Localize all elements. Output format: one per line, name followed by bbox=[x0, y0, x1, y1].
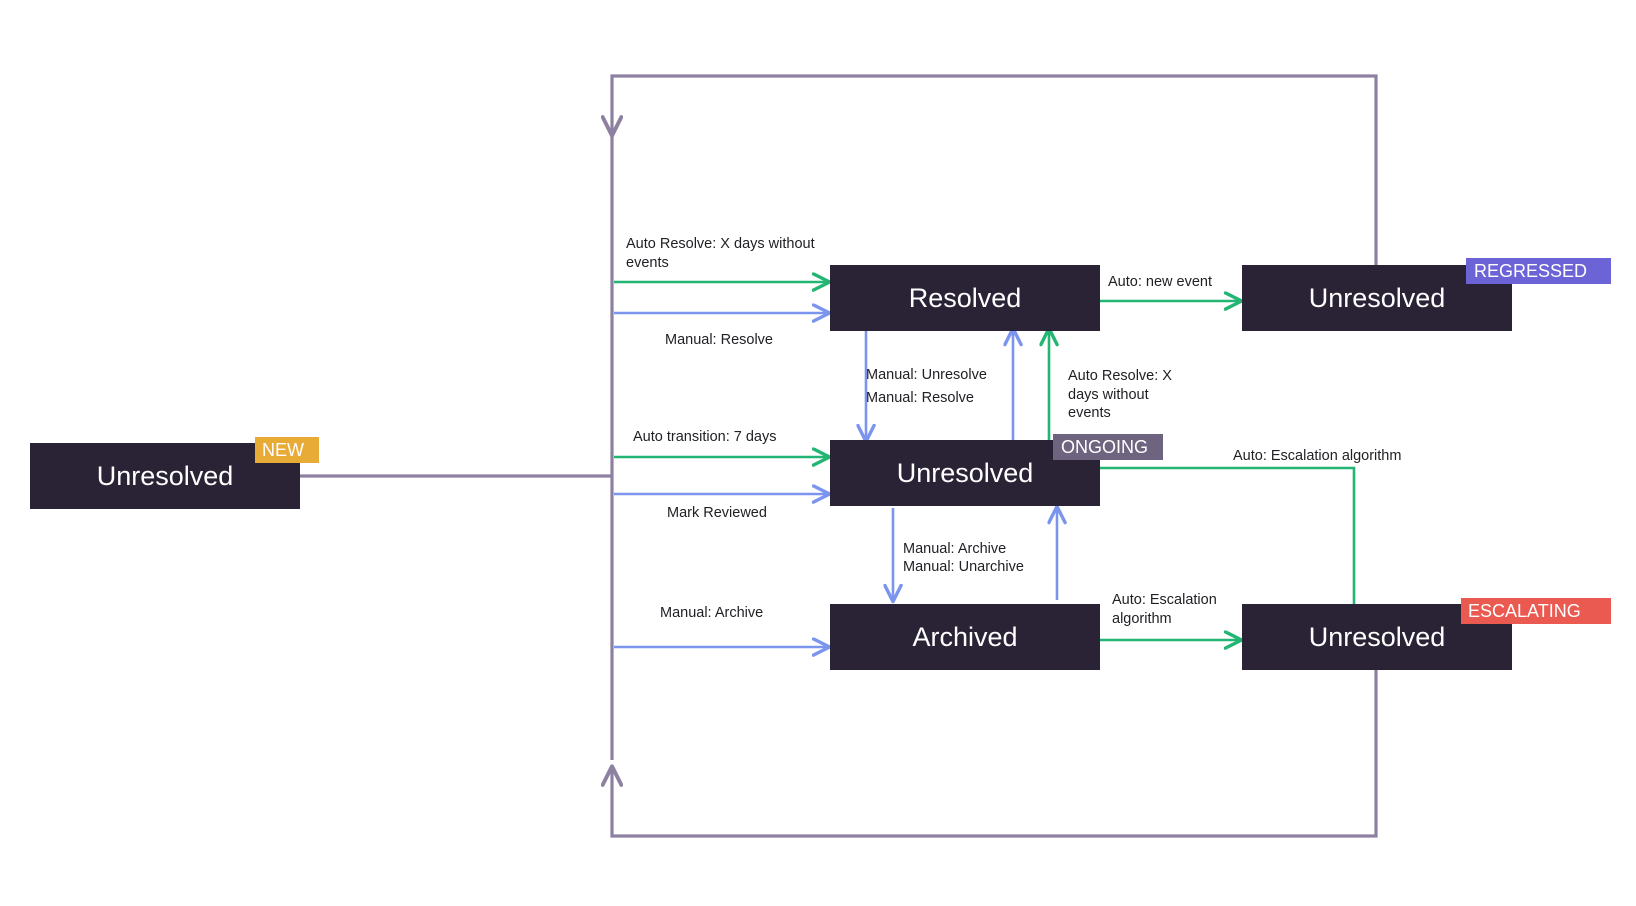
badge-ongoing-bg bbox=[1053, 434, 1163, 460]
edge-labels-group: Auto Resolve: X days without events Manu… bbox=[626, 236, 1401, 627]
badge-new-bg bbox=[255, 437, 319, 463]
label-auto-escalation-bottom-line2: algorithm bbox=[1112, 611, 1172, 627]
state-regressed[interactable]: Unresolved REGRESSED bbox=[1242, 258, 1611, 331]
state-box-resolved[interactable] bbox=[830, 265, 1100, 331]
label-auto-escalation-bottom-line1: Auto: Escalation bbox=[1112, 592, 1217, 608]
label-auto-resolve-mid-line1: Auto Resolve: X bbox=[1068, 368, 1172, 384]
label-auto-resolve-mid-line2: days without bbox=[1068, 387, 1149, 403]
state-new[interactable]: Unresolved NEW bbox=[30, 437, 319, 509]
state-label-archived: Archived bbox=[912, 622, 1017, 652]
label-manual-archive-mid: Manual: Archive bbox=[903, 541, 1006, 557]
state-label-new: Unresolved bbox=[97, 461, 234, 491]
label-auto-resolve-top-line2: events bbox=[626, 255, 669, 271]
manual-edges-group bbox=[614, 313, 1057, 647]
state-label-resolved: Resolved bbox=[909, 283, 1022, 313]
label-auto-resolve-top-line1: Auto Resolve: X days without bbox=[626, 236, 815, 252]
badge-new-label: NEW bbox=[262, 440, 304, 460]
badge-regressed-bg bbox=[1466, 258, 1611, 284]
label-auto-new-event: Auto: new event bbox=[1108, 274, 1212, 290]
badge-ongoing-label: ONGOING bbox=[1061, 437, 1148, 457]
state-resolved[interactable]: Resolved bbox=[830, 265, 1100, 331]
label-auto-resolve-mid-line3: events bbox=[1068, 405, 1111, 421]
label-manual-archive-bottom: Manual: Archive bbox=[660, 605, 763, 621]
label-auto-transition-7-days: Auto transition: 7 days bbox=[633, 429, 776, 445]
label-manual-unarchive-mid: Manual: Unarchive bbox=[903, 559, 1024, 575]
label-mark-reviewed: Mark Reviewed bbox=[667, 505, 767, 521]
label-manual-resolve-mid: Manual: Resolve bbox=[866, 390, 974, 406]
label-manual-unresolve-mid: Manual: Unresolve bbox=[866, 367, 987, 383]
state-label-ongoing: Unresolved bbox=[897, 458, 1034, 488]
badge-regressed-label: REGRESSED bbox=[1474, 261, 1587, 281]
state-label-escalating: Unresolved bbox=[1309, 622, 1446, 652]
label-auto-escalation-top: Auto: Escalation algorithm bbox=[1233, 448, 1401, 464]
state-label-regressed: Unresolved bbox=[1309, 283, 1446, 313]
auto-edges-group bbox=[614, 282, 1354, 640]
flow-frame-purple bbox=[300, 74, 1378, 838]
state-archived[interactable]: Archived bbox=[830, 604, 1100, 670]
state-box-archived[interactable] bbox=[830, 604, 1100, 670]
flow-edge-top-rail bbox=[612, 74, 1378, 280]
badge-escalating-label: ESCALATING bbox=[1468, 601, 1581, 621]
flow-edge-bottom-rail bbox=[612, 650, 1378, 838]
label-manual-resolve-top: Manual: Resolve bbox=[665, 332, 773, 348]
state-ongoing[interactable]: Unresolved ONGOING bbox=[830, 434, 1163, 506]
badge-escalating-bg bbox=[1461, 598, 1611, 624]
state-escalating[interactable]: Unresolved ESCALATING bbox=[1242, 598, 1611, 670]
edge-auto-escalation-ongoing bbox=[1098, 466, 1354, 628]
